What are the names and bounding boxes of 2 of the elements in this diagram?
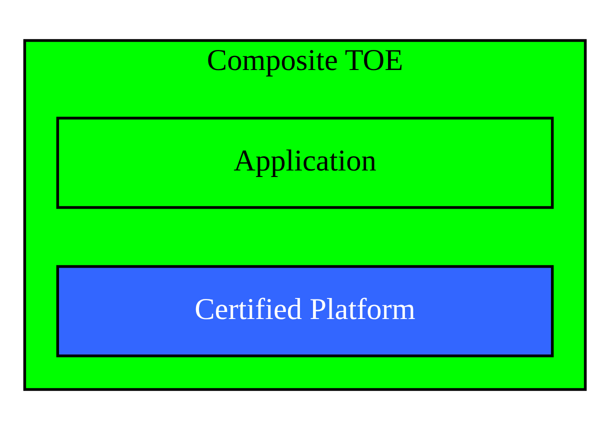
node-box: Certified Platform — [56, 264, 554, 357]
node-box: Application — [56, 116, 554, 208]
